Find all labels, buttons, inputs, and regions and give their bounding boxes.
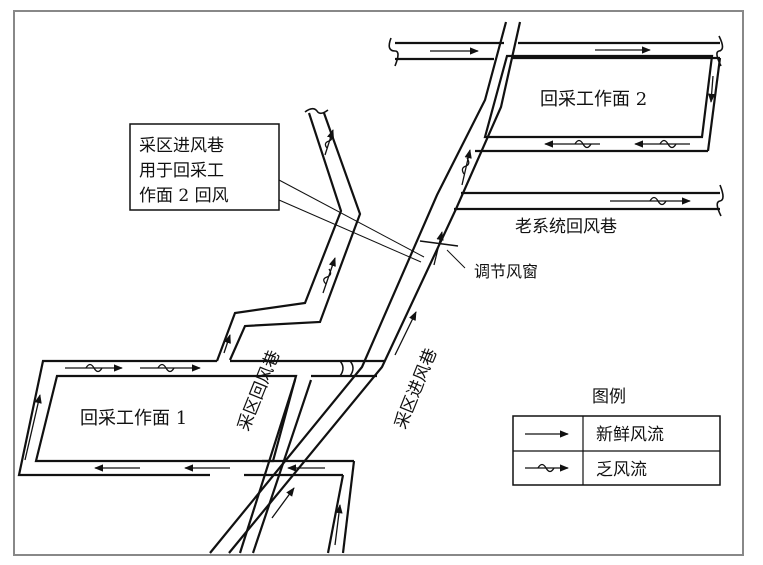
legend: 图例 新鲜风流 乏风流 [512,387,721,486]
break-mark-return-top [304,107,329,115]
legend-title: 图例 [592,387,626,407]
break-mark-upper-right [716,35,724,67]
fresh-arrow-face2-right [707,75,716,103]
working-face-1-label: 回采工作面 1 [80,408,187,429]
return-roadway-lower-right-wall [251,379,313,554]
fresh-arrow-intake-1 [433,231,444,266]
stale-arrow-return-2 [322,257,336,294]
callout-line-2: 用于回采工 [139,161,224,181]
return-roadway-right-wall [228,112,362,361]
stale-arrow-face2-bottom-1 [544,139,600,149]
stale-arrow-return-1 [324,129,334,156]
working-face-2-outline [483,54,714,139]
old-return-label: 老系统回风巷 [515,217,617,237]
callout-leader-1 [278,179,425,258]
stale-arrow-intake-top [461,149,472,186]
lower-branch-wall-2 [341,460,356,554]
return-roadway-left-wall [215,112,343,362]
working-face-1-outer [17,359,217,477]
legend-stale-arrow [525,463,569,473]
callout-box [129,123,280,211]
lower-branch-wall [326,474,345,554]
working-face-2-label: 回采工作面 2 [540,89,647,110]
air-crossing-mark [339,360,354,377]
diagram-frame [13,10,744,556]
fresh-arrow-intake-3 [271,487,295,519]
callout-line-1: 采区进风巷 [139,136,224,156]
stale-arrow-old-return [610,196,691,206]
stale-arrow-face2-bottom-2 [634,139,690,149]
legend-fresh-label: 新鲜风流 [596,425,664,445]
face-2-outer-right-wall [706,57,722,152]
stale-arrow-face1-top-2 [140,363,201,373]
break-mark-old-return [716,184,724,217]
break-mark-upper-left [388,37,399,67]
fresh-arrow-face1-left [24,394,42,461]
legend-stale-label: 乏风流 [596,460,647,480]
stale-arrow-face1-top-1 [65,363,123,373]
regulator-label: 调节风窗 [474,262,538,281]
callout-leader-2 [278,199,422,263]
regulator-leader [446,249,466,269]
fresh-arrow-lower-branch [334,504,343,546]
intake-roadway-left-wall [209,21,508,554]
fresh-arrow-intake-2 [394,311,417,356]
regulator-window-mark [419,240,459,247]
area-intake-label: 采区进风巷 [391,346,441,432]
stale-arrow-return-3 [223,334,231,354]
intake-roadway-right-wall [228,21,522,554]
callout-line-3: 作面 2 回风 [139,186,229,206]
return-roadway-lower-left-wall [238,379,297,554]
